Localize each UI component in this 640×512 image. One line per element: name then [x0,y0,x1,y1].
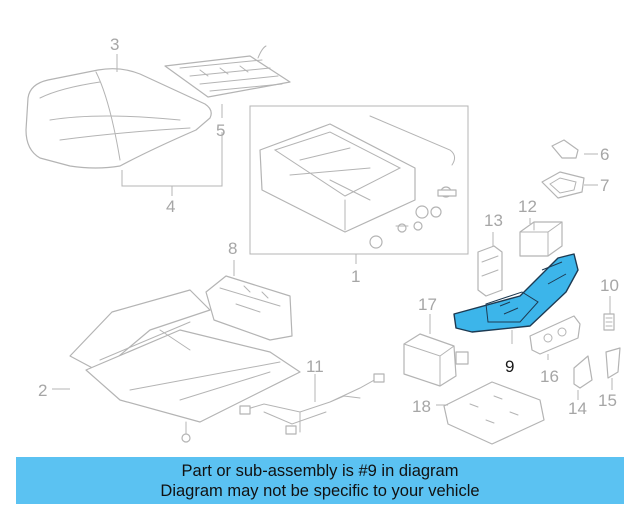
callout-1: 1 [351,267,360,286]
callout-18: 18 [412,397,431,416]
callout-16: 16 [540,367,559,386]
callout-8: 8 [228,239,237,258]
callout-6: 6 [600,145,609,164]
part-2-seat-track[interactable] [69,289,301,443]
part-17-module[interactable] [403,333,469,387]
callout-4: 4 [166,197,175,216]
banner-line-1: Part or sub-assembly is #9 in diagram [181,462,459,480]
part-6-clip[interactable] [551,139,579,159]
part-7-bezel[interactable] [541,171,585,199]
part-11-wire-harness[interactable] [239,373,385,435]
info-banner: Part or sub-assembly is #9 in diagram Di… [16,457,624,504]
callout-13: 13 [484,211,503,230]
parts-diagram: 3 5 4 1 6 7 12 13 8 10 17 9 11 2 16 15 1… [25,35,621,445]
banner-line-2: Diagram may not be specific to your vehi… [160,482,480,500]
part-3-cushion-pad[interactable] [25,68,212,169]
part-13-bracket[interactable] [477,245,503,297]
part-14-knob[interactable] [573,355,593,389]
part-18-plate[interactable] [443,381,545,445]
part-5-heater-mat[interactable] [164,45,291,98]
part-8-side-bracket[interactable] [205,275,293,341]
part-15-knob[interactable] [605,347,621,379]
callout-17: 17 [418,295,437,314]
callout-11: 11 [306,357,324,376]
callout-15: 15 [598,391,617,410]
part-1-frame-assembly[interactable] [249,105,469,255]
callout-5: 5 [216,121,225,140]
part-10-bolt[interactable] [603,313,615,331]
callout-14: 14 [568,399,587,418]
callout-3: 3 [110,35,119,54]
callout-9: 9 [505,357,514,376]
callout-10: 10 [600,276,619,295]
part-12-switch[interactable] [519,221,563,257]
part-16-trim[interactable] [529,315,581,355]
callout-7: 7 [600,176,609,195]
leader-lines [52,54,613,406]
part-9-side-cover[interactable] [453,253,579,333]
callout-12: 12 [518,197,537,216]
callout-2: 2 [38,381,47,400]
